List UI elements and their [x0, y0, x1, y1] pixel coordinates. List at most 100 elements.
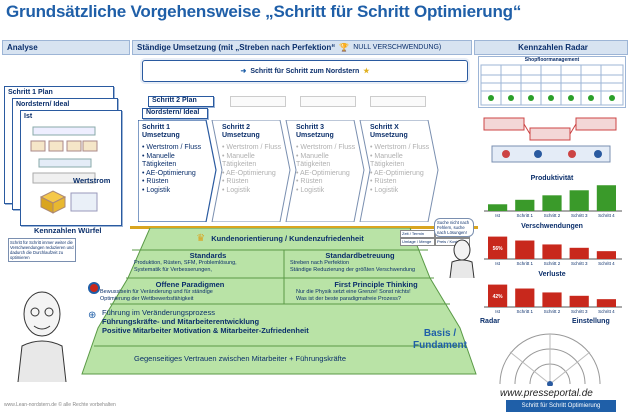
wuerfel-label: Kennzahlen Würfel [34, 226, 102, 235]
footer-book: Schritt für Schritt Optimierung [506, 400, 616, 412]
step-3-item: • Rüsten [296, 178, 323, 185]
vertrauen-text: Gegenseitiges Vertrauen zwischen Mitarbe… [134, 354, 346, 363]
footer-left: www.Lean-nordstern.de © alle Rechte vorb… [4, 402, 116, 408]
chart-title: Produktivität [531, 175, 574, 182]
chart-tick-label: Schritt 4 [598, 213, 615, 218]
qcd-cell: Umlage / Menge [400, 238, 435, 246]
wertstrom-diagram-icon [30, 126, 98, 184]
wuerfel-icon [39, 190, 98, 214]
step-x: Schritt X Umsetzung • Wertstrom / Fluss … [370, 124, 432, 195]
step-3-item: • Logistik [296, 186, 325, 194]
compass-icon: ⊕ [88, 310, 97, 321]
paradigmen-title: Offene Paradigmen [155, 280, 225, 289]
standardbetreuung-block: Standardbetreuung Streben nach Perfektio… [290, 251, 430, 273]
pyramid-shape [81, 228, 477, 375]
basis-label: Basis / Fundament [413, 328, 467, 351]
einstellung-label: Einstellung [572, 318, 610, 325]
chart-tick-label: Ist [495, 309, 501, 314]
no-entry-icon [88, 282, 100, 294]
fuehrung-line: Positive Mitarbeiter Motivation & Mitarb… [102, 326, 309, 335]
step-1-item: • Logistik [142, 186, 171, 194]
chart-tick-label: Schritt 2 [544, 261, 561, 266]
plan-tab-ghost-3 [300, 96, 356, 107]
step-3-item: • AE-Optimierung [296, 169, 350, 177]
principle-text: Nur die Physik setzt eine Grenze! Sonst … [296, 289, 411, 295]
nordstern-banner-label: Schritt für Schritt zum Nordstern [250, 67, 360, 75]
footer-right: www.presseportal.de [500, 388, 593, 399]
shopfloor-title: Shopfloormanagement [524, 57, 580, 63]
standardbetreuung-title: Standardbetreuung [325, 251, 395, 260]
chart-bar [596, 251, 616, 259]
gold-divider [130, 226, 478, 229]
chart-bar [515, 240, 535, 259]
chart-tick-label: Schritt 2 [544, 309, 561, 314]
chart-bar [515, 288, 535, 307]
step-x-item: • Wertstrom / Fluss [370, 144, 430, 151]
page-title: Grundsätzliche Vorgehensweise „Schritt f… [6, 2, 522, 21]
step-3-title: Schritt 3 Umsetzung [296, 124, 334, 139]
shopfloor-panel: Shopfloormanagement [478, 56, 626, 108]
chart-bar [488, 236, 508, 259]
chart-title: Verschwendungen [521, 223, 583, 230]
radar-icon [499, 333, 601, 386]
paradigmen-block: Offene Paradigmen Bewusstsein für Veränd… [88, 280, 280, 302]
chart-bar [569, 190, 589, 211]
step-1: Schritt 1 Umsetzung • Wertstrom / Fluss … [142, 124, 206, 195]
pyramid-top: ♛ Kundenorientierung / Kundenzufriedenhe… [150, 230, 410, 246]
step-x-item: • AE-Optimierung [370, 169, 424, 177]
header-umsetzung-label: Ständige Umsetzung (mit „Streben nach Pe… [137, 43, 336, 52]
step-3-item: • Wertstrom / Fluss [296, 144, 356, 151]
paradigmen-text: Optimierung der Wettbewerbsfähigkeit [100, 295, 194, 302]
star-icon: ★ [363, 68, 370, 75]
nordstern-ideal-tab: Nordstern/ Ideal [142, 108, 208, 119]
chart-tick-label: Schritt 1 [517, 309, 534, 314]
standards-block: Standards Produktion, Rüsten, SFM, Probl… [134, 251, 282, 273]
step-2-title: Schritt 2 Umsetzung [222, 124, 260, 139]
step-1-item: • Manuelle Tätigkeiten [142, 152, 177, 169]
header-analyse: Analyse [2, 40, 130, 55]
step-2: Schritt 2 Umsetzung • Wertstrom / Fluss … [222, 124, 284, 195]
steps-row: Schritt 1 Umsetzung • Wertstrom / Fluss … [138, 120, 474, 222]
steps-chevrons [138, 120, 439, 222]
step-2-item: • Logistik [222, 186, 251, 194]
chart-bar [542, 244, 562, 259]
radar-label: Radar [480, 318, 500, 325]
step-x-item: • Manuelle Tätigkeiten [370, 152, 405, 169]
pyramid-top-title: Kundenorientierung / Kundenzufriedenheit [211, 233, 364, 243]
plan-tab-ghost-2 [230, 96, 286, 107]
principle-text: Was ist der beste paradigmafreie Prozess… [296, 295, 401, 302]
chart-data-label: 42% [493, 294, 504, 300]
chart-bar [596, 185, 616, 211]
wertstrom-label: Wertstrom [73, 176, 111, 185]
chart-tick-label: Schritt 3 [571, 261, 588, 266]
chart-tick-label: Schritt 1 [517, 213, 534, 218]
chart-bar [515, 199, 535, 211]
chart-bar [542, 195, 562, 211]
chart-data-label: 56% [493, 246, 504, 252]
portrait-left-icon [17, 291, 67, 382]
chart-tick-label: Schritt 4 [598, 261, 615, 266]
header-radar: Kennzahlen Radar [474, 40, 628, 55]
chart-tick-label: Schritt 4 [598, 309, 615, 314]
lean-illustration [478, 110, 626, 172]
fuehrung-block: ⊕ Führung im Veränderungsprozess Führung… [88, 308, 378, 335]
step-3: Schritt 3 Umsetzung • Wertstrom / Fluss … [296, 124, 358, 195]
step-1-item: • Wertstrom / Fluss [142, 144, 202, 151]
chart-tick-label: Schritt 2 [544, 213, 561, 218]
step-2-item: • Rüsten [222, 178, 249, 185]
chart-bar [569, 295, 589, 307]
step-x-item: • Logistik [370, 186, 399, 194]
plan-tab-ghost-x [370, 96, 426, 107]
chart-tick-label: Ist [495, 213, 501, 218]
nordstern-ideal-label: Nordstern/ Ideal [16, 101, 70, 108]
chart-tick-label: Schritt 1 [517, 261, 534, 266]
step-3-item: • Manuelle Tätigkeiten [296, 152, 331, 169]
portrait-right-icon [449, 239, 475, 278]
arrow-right-icon: ➜ [240, 68, 247, 75]
ist-label: Ist [24, 113, 33, 120]
step-2-item: • AE-Optimierung [222, 169, 276, 177]
vertrauen-block: Gegenseitiges Vertrauen zwischen Mitarbe… [80, 348, 400, 366]
chart-bar [596, 299, 616, 307]
chart-bar [488, 204, 508, 211]
qcd-cell: Zeit / Termin [400, 230, 435, 238]
